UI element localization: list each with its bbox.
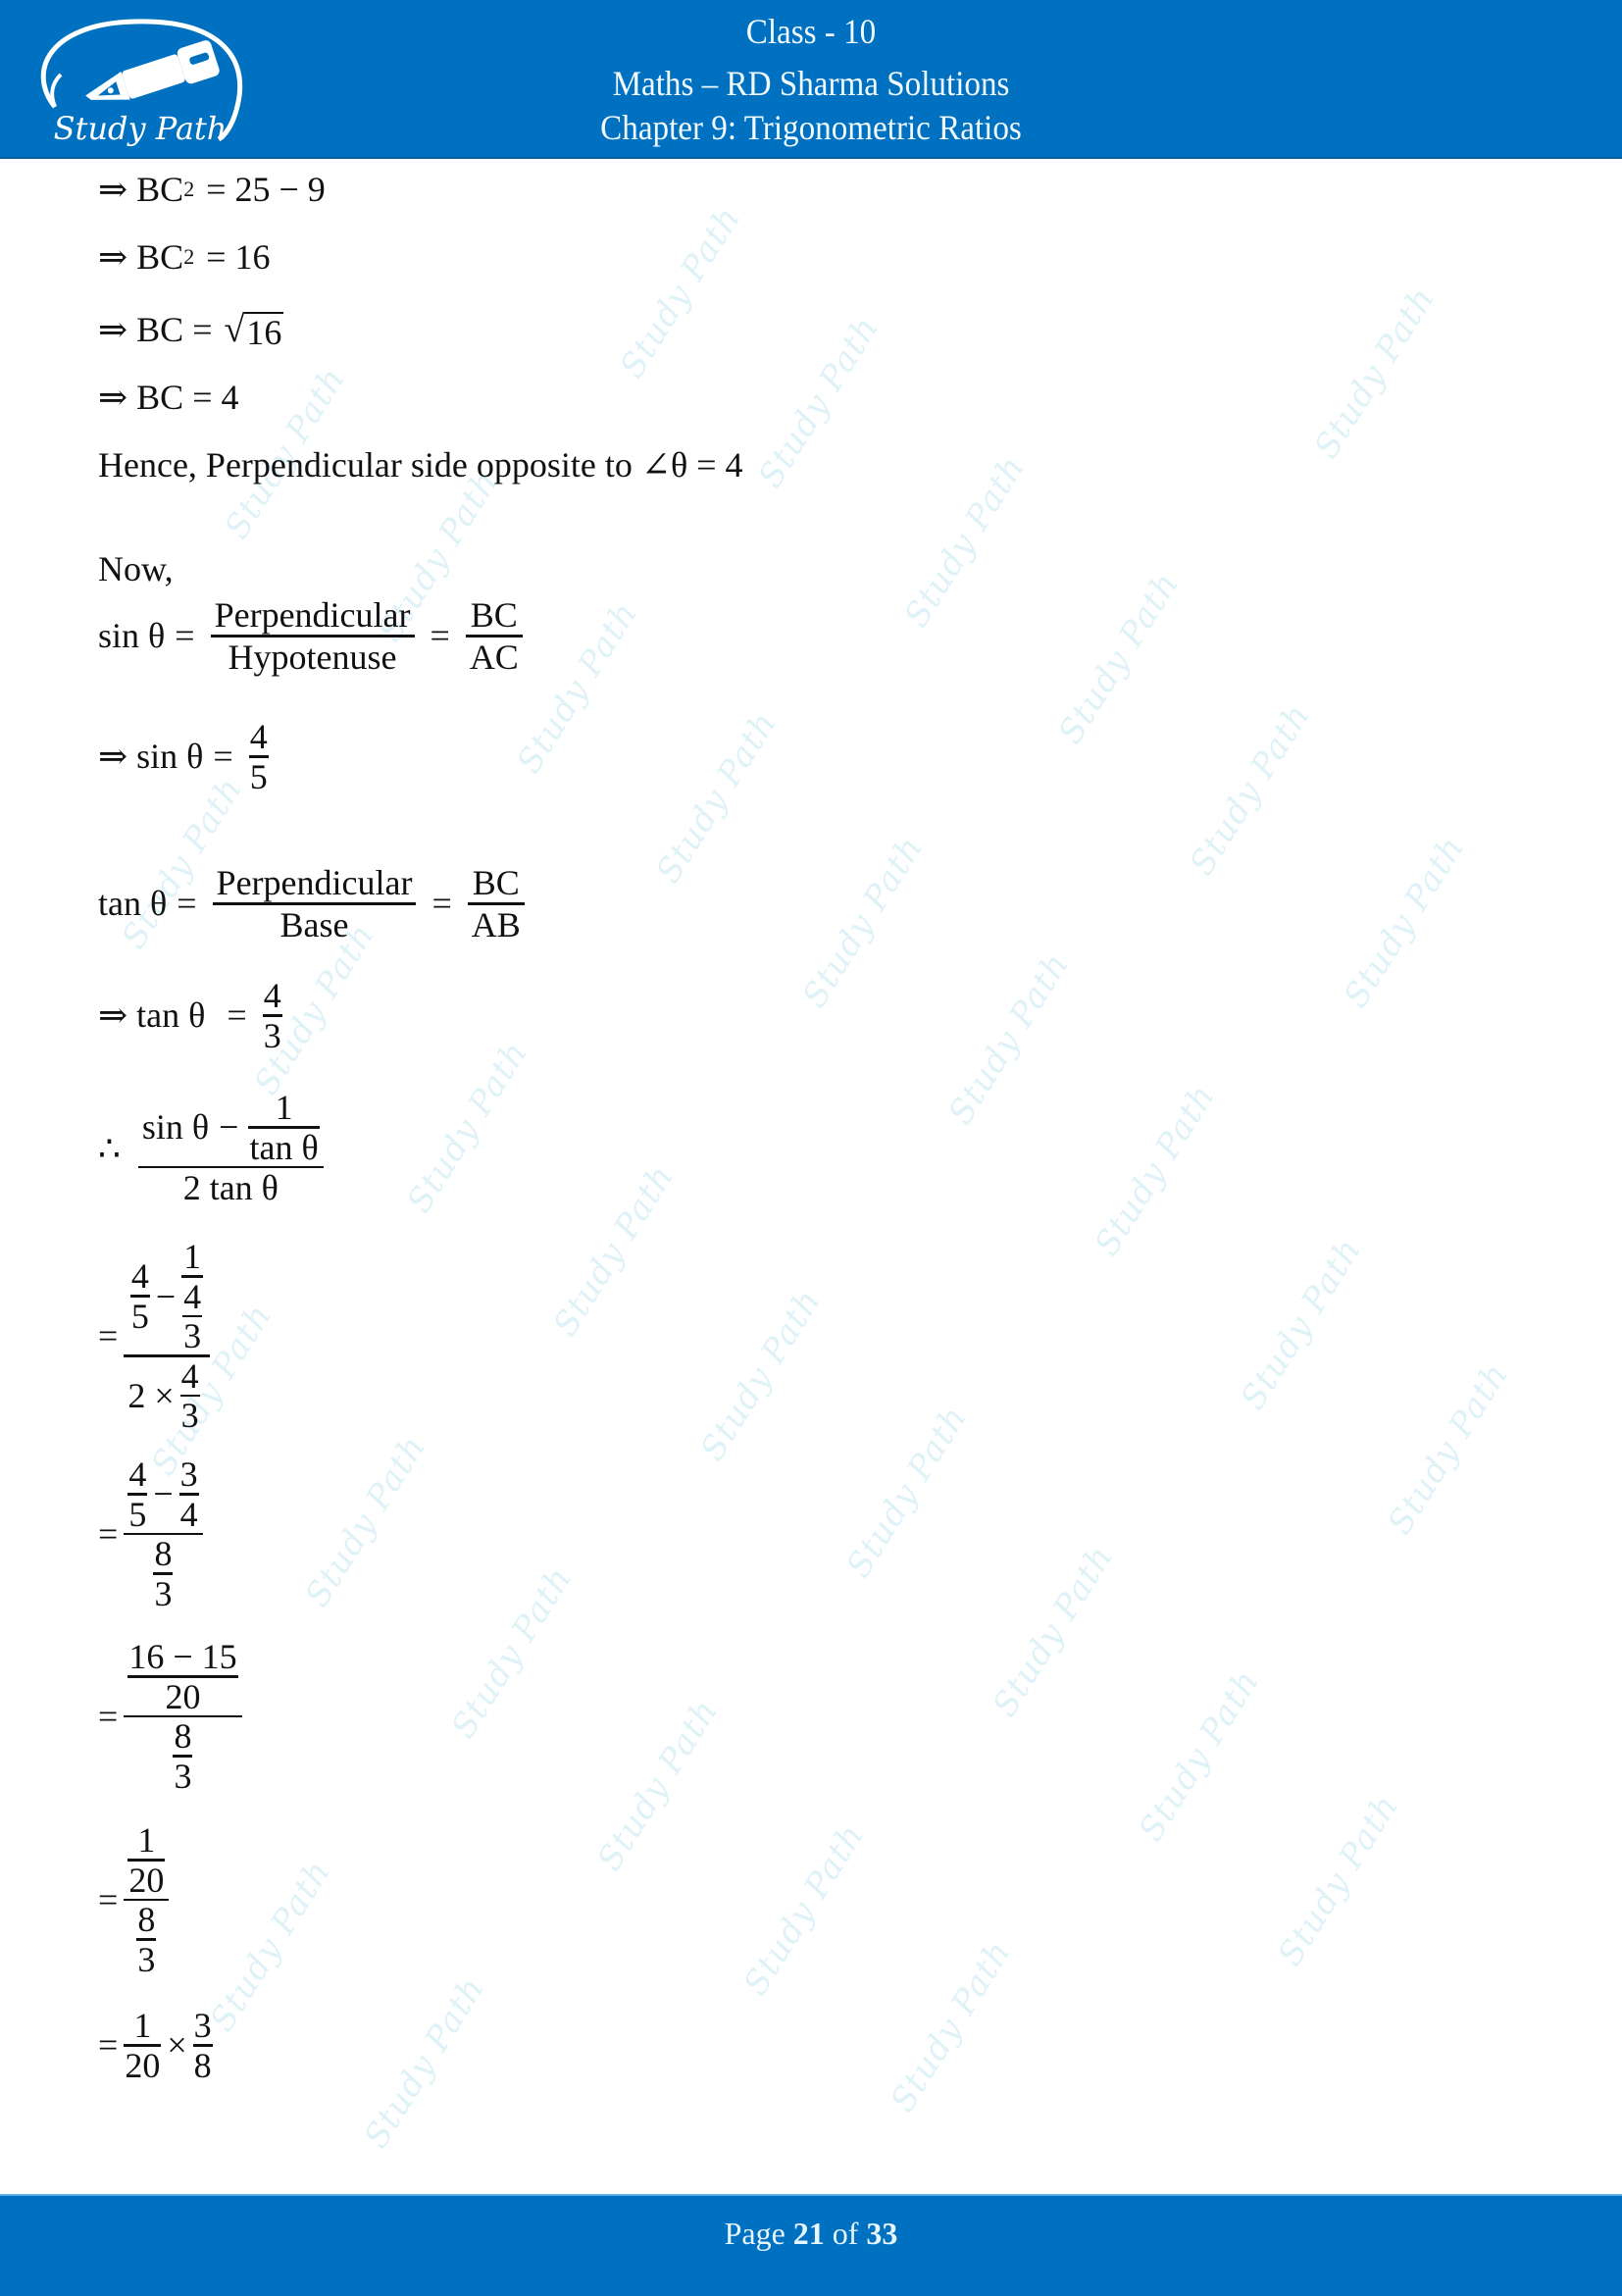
chapter-label: Chapter 9: Trigonometric Ratios bbox=[600, 108, 1022, 147]
hence-statement: Hence, Perpendicular side opposite to ∠θ… bbox=[98, 445, 743, 485]
subject-label: Maths – RD Sharma Solutions bbox=[612, 64, 1010, 103]
square-root: √ 16 bbox=[224, 309, 284, 352]
fraction: 4 3 bbox=[262, 976, 282, 1055]
therefore-expression: ∴ sin θ − 1 tan θ 2 tan θ bbox=[98, 1089, 329, 1207]
step-reduced: = 1 20 8 3 bbox=[98, 1821, 175, 1978]
sin-definition: sin θ = Perpendicular Hypotenuse = BC AC bbox=[98, 595, 529, 677]
total-pages: 33 bbox=[866, 2216, 898, 2251]
tan-value: ⇒ tan θ = 4 3 bbox=[98, 976, 282, 1055]
page-header: Study Path Class - 10 Maths – RD Sharma … bbox=[0, 0, 1622, 159]
step-multiply: = 1 20 × 3 8 bbox=[98, 2006, 213, 2085]
fraction: Perpendicular Hypotenuse bbox=[210, 595, 415, 677]
class-label: Class - 10 bbox=[745, 12, 877, 51]
fraction: BC AC bbox=[465, 595, 523, 677]
now-label: Now, bbox=[98, 549, 174, 588]
page-indicator: Page 21 of 33 bbox=[724, 2216, 898, 2251]
radical-sign-icon: √ bbox=[224, 309, 245, 350]
fraction: 1 tan θ bbox=[248, 1088, 320, 1167]
fraction: 4 5 − 1 4 3 bbox=[124, 1238, 210, 1434]
tan-definition: tan θ = Perpendicular Base = BC AB bbox=[98, 863, 531, 944]
study-path-logo-icon: Study Path bbox=[40, 19, 243, 147]
fraction: Perpendicular Base bbox=[212, 863, 417, 944]
step-substitute: = 4 5 − 1 4 3 bbox=[98, 1238, 216, 1434]
fraction: sin θ − 1 tan θ 2 tan θ bbox=[137, 1088, 324, 1207]
step-common-denominator: = 16 − 15 20 8 3 bbox=[98, 1638, 248, 1795]
fraction: 16 − 15 20 8 3 bbox=[124, 1638, 242, 1795]
current-page: 21 bbox=[792, 2216, 825, 2251]
fraction: 4 5 bbox=[248, 717, 269, 796]
fraction: 3 8 bbox=[192, 2006, 213, 2085]
fraction: BC AB bbox=[467, 863, 525, 944]
svg-text:Study Path: Study Path bbox=[54, 110, 228, 147]
page-footer: Page 21 of 33 bbox=[0, 2194, 1622, 2296]
fraction: 4 5 − 3 4 8 3 bbox=[124, 1455, 203, 1612]
fraction: 1 20 bbox=[124, 2006, 162, 2085]
step-simplify-inner: = 4 5 − 3 4 8 3 bbox=[98, 1455, 209, 1612]
equation-bc-value: ⇒ BC = 4 bbox=[98, 378, 239, 417]
sin-value: ⇒ sin θ = 4 5 bbox=[98, 717, 269, 796]
equation-bc-sqrt: ⇒ BC = √ 16 bbox=[98, 309, 284, 352]
fraction: 1 20 8 3 bbox=[124, 1821, 170, 1978]
